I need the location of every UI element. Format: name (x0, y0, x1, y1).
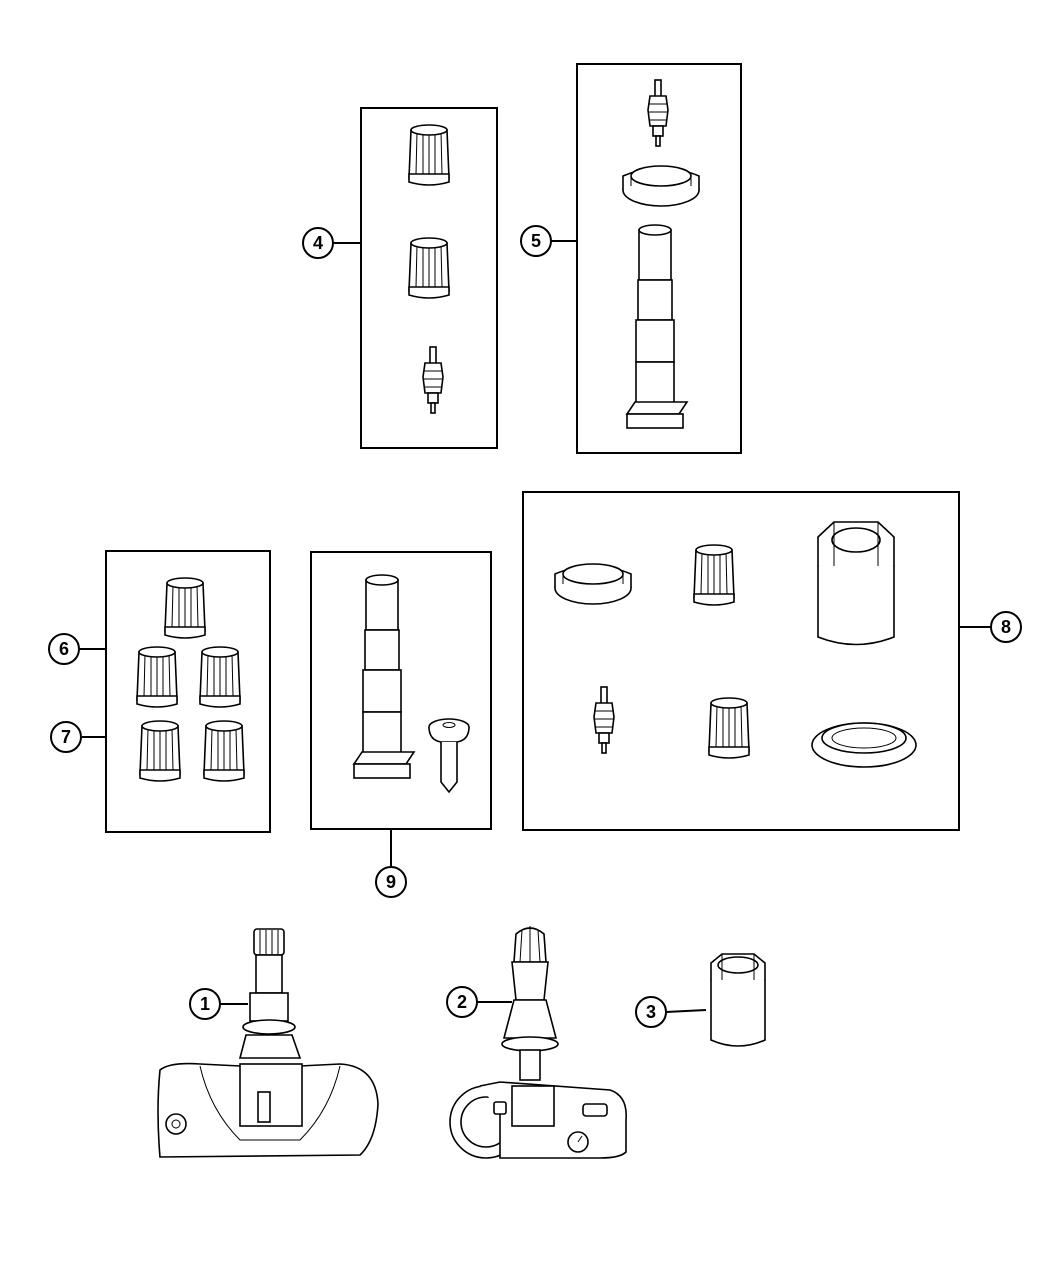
valve-cap-icon (693, 544, 735, 606)
tpms-sensor-1 (157, 928, 379, 1158)
valve-cap-icon (203, 720, 245, 782)
svg-text:1: 1 (200, 994, 210, 1014)
callout-3[interactable]: 3 (635, 996, 667, 1028)
screw-icon (428, 718, 470, 794)
hex-nut-3 (710, 953, 766, 1047)
valve-stem-icon (626, 224, 688, 429)
grommet-icon (622, 165, 700, 207)
callout-9[interactable]: 9 (375, 866, 407, 898)
callout-6[interactable]: 6 (48, 633, 80, 665)
kit-box-5 (576, 63, 742, 454)
valve-cap-icon (164, 577, 206, 639)
valve-core-icon (422, 346, 444, 414)
hex-nut-icon (817, 521, 895, 646)
callout-4[interactable]: 4 (302, 227, 334, 259)
callout-2[interactable]: 2 (446, 986, 478, 1018)
callout-8[interactable]: 8 (990, 611, 1022, 643)
callout-1[interactable]: 1 (189, 988, 221, 1020)
valve-cap-icon (408, 237, 450, 299)
svg-text:2: 2 (457, 992, 467, 1012)
grommet-icon (554, 563, 632, 605)
valve-cap-icon (139, 720, 181, 782)
svg-text:5: 5 (531, 231, 541, 251)
kit-box-9 (310, 551, 492, 830)
kit-box-8 (522, 491, 960, 831)
svg-text:8: 8 (1001, 617, 1011, 637)
valve-cap-icon (708, 697, 750, 759)
kit-box-4 (360, 107, 498, 449)
callout-7[interactable]: 7 (50, 721, 82, 753)
valve-stem-icon (353, 574, 415, 779)
svg-text:7: 7 (61, 727, 71, 747)
seal-ring-icon (811, 722, 917, 768)
valve-core-icon (593, 686, 615, 754)
svg-text:9: 9 (386, 872, 396, 892)
kit-box-6-7 (105, 550, 271, 833)
svg-text:6: 6 (59, 639, 69, 659)
svg-text:4: 4 (313, 233, 323, 253)
tpms-sensor-2 (449, 926, 627, 1159)
valve-cap-icon (136, 646, 178, 708)
callout-5[interactable]: 5 (520, 225, 552, 257)
svg-text:3: 3 (646, 1002, 656, 1022)
valve-cap-icon (408, 124, 450, 186)
valve-cap-icon (199, 646, 241, 708)
valve-core-icon (647, 79, 669, 147)
